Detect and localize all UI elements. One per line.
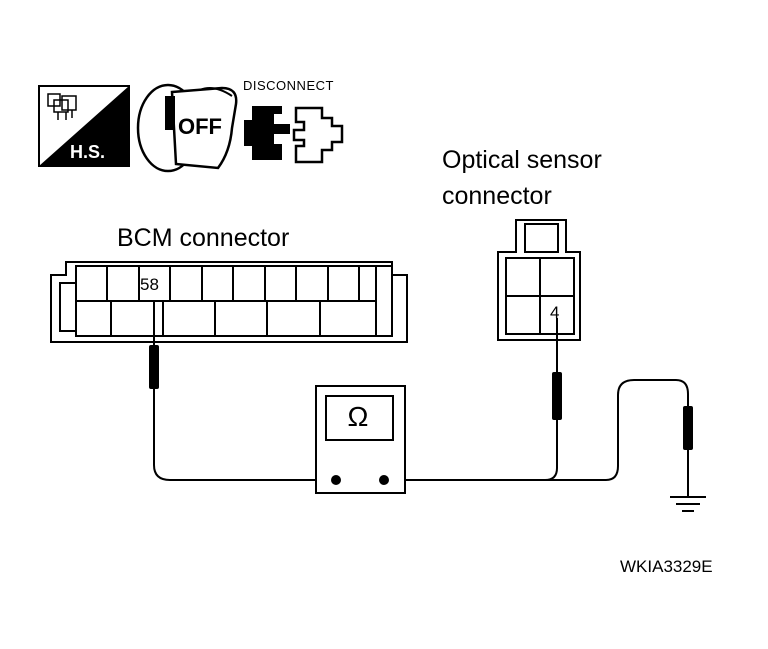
disconnect-label: DISCONNECT [243, 78, 334, 93]
optical-pin-number: 4 [550, 303, 560, 322]
figure-code: WKIA3329E [620, 557, 713, 576]
optical-probe [552, 318, 562, 420]
optical-sensor-title-line2: connector [442, 182, 552, 210]
ohm-symbol: Ω [347, 401, 369, 432]
ground-probe [683, 406, 693, 488]
optical-sensor-connector [497, 219, 581, 341]
hood-switch-icon [38, 85, 130, 167]
ignition-key-off-icon [136, 83, 238, 173]
optical-sensor-title: Optical sensor connector [442, 142, 602, 214]
hood-switch-label: H.S. [70, 142, 106, 162]
bcm-connector-title: BCM connector [117, 224, 290, 252]
bcm-probe [149, 302, 159, 389]
test-lead-wires [153, 302, 689, 488]
optical-sensor-title-line1: Optical sensor [442, 146, 602, 174]
disconnect-connector-icon [244, 106, 344, 164]
ignition-off-label: OFF [178, 114, 222, 139]
bcm-connector [50, 261, 408, 343]
ohmmeter [315, 385, 406, 494]
bcm-pin-number: 58 [140, 275, 159, 294]
ground-symbol [670, 488, 706, 512]
